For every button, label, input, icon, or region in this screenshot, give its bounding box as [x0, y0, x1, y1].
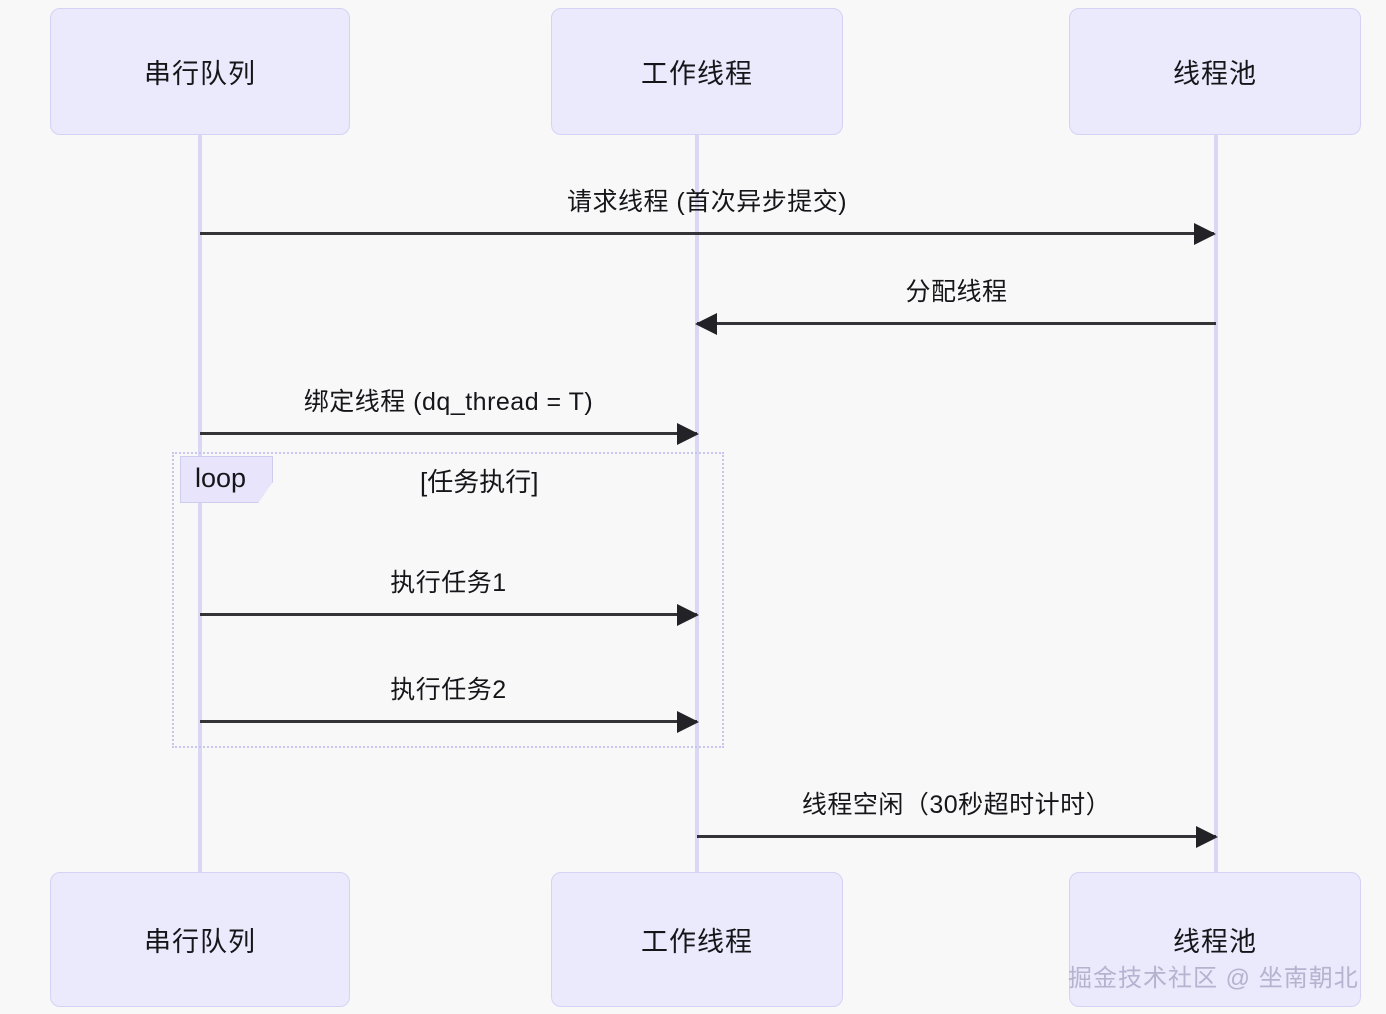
- arrowhead-right-icon: [677, 711, 699, 733]
- loop-fragment-tab[interactable]: loop: [180, 456, 274, 503]
- loop-fragment-condition: [任务执行]: [420, 467, 539, 497]
- lifeline-worker-thread: [695, 135, 699, 875]
- arrowhead-right-icon: [1194, 223, 1216, 245]
- loop-fragment: [172, 452, 724, 748]
- message-label: 执行任务2: [390, 676, 507, 704]
- message-line: [200, 232, 1214, 235]
- lifeline-serial-queue: [198, 135, 202, 875]
- arrowhead-right-icon: [1196, 826, 1218, 848]
- participant-label: 工作线程: [641, 927, 753, 957]
- loop-fragment-tab-label: loop: [195, 463, 247, 493]
- message-label: 绑定线程 (dq_thread = T): [303, 388, 594, 416]
- message-line: [697, 835, 1216, 838]
- participant-bottom-worker-thread[interactable]: 工作线程: [551, 872, 843, 1007]
- participant-label: 串行队列: [144, 59, 256, 89]
- participant-top-serial-queue[interactable]: 串行队列: [50, 8, 350, 135]
- message-label: 分配线程: [905, 278, 1008, 306]
- arrowhead-right-icon: [677, 604, 699, 626]
- message-line: [200, 432, 697, 435]
- arrowhead-left-icon: [695, 313, 717, 335]
- lifeline-thread-pool: [1214, 135, 1218, 875]
- participant-bottom-serial-queue[interactable]: 串行队列: [50, 872, 350, 1007]
- message-line: [200, 613, 697, 616]
- participant-label: 串行队列: [144, 927, 256, 957]
- message-line: [200, 720, 697, 723]
- participant-top-worker-thread[interactable]: 工作线程: [551, 8, 843, 135]
- watermark: 掘金技术社区 @ 坐南朝北: [1068, 965, 1359, 992]
- message-line: [697, 322, 1216, 325]
- message-label: 请求线程 (首次异步提交): [566, 188, 848, 216]
- participant-label: 线程池: [1173, 59, 1257, 89]
- participant-top-thread-pool[interactable]: 线程池: [1069, 8, 1361, 135]
- participant-label: 工作线程: [641, 59, 753, 89]
- arrowhead-right-icon: [677, 423, 699, 445]
- participant-label: 线程池: [1173, 927, 1257, 957]
- message-label: 线程空闲（30秒超时计时）: [801, 791, 1112, 819]
- message-label: 执行任务1: [390, 569, 507, 597]
